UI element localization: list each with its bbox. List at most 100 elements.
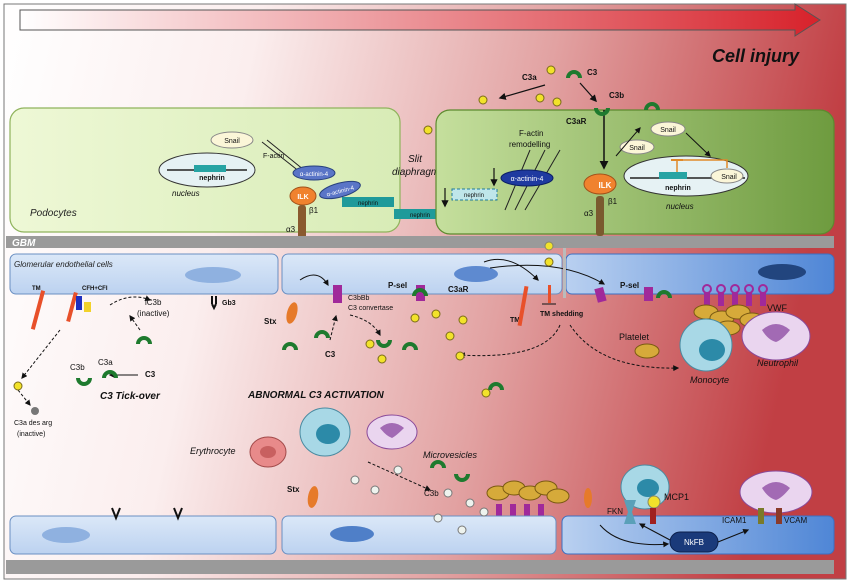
erythrocyte-cell xyxy=(249,436,287,468)
stx-toxin-right xyxy=(584,488,592,508)
c3adesarg-inactive-label: (inactive) xyxy=(17,431,45,438)
integrin-right xyxy=(596,196,604,236)
actinin-pill-1 xyxy=(292,165,336,181)
endothelial-nucleus-1 xyxy=(185,267,241,283)
nucleus-label-right: nucleus xyxy=(666,202,694,211)
psel-label-1: P-sel xyxy=(388,281,407,290)
platelet-single xyxy=(634,343,660,359)
complement-glyphs xyxy=(76,70,672,482)
nephrin-bar-1 xyxy=(342,197,394,207)
c3-left-label: C3 xyxy=(145,370,156,379)
psel-2a xyxy=(594,286,607,303)
nephrin-bar-label-2: nephrin xyxy=(410,213,430,219)
endothelial-cell-1 xyxy=(9,253,279,295)
actinin-pill-injured xyxy=(500,169,554,187)
alpha3-label-left: α3 xyxy=(286,225,296,234)
stx-label: Stx xyxy=(264,317,277,326)
factin-label: F-actin xyxy=(263,153,285,160)
tm-bar xyxy=(30,290,46,330)
pole-line xyxy=(563,248,566,298)
gb3-receptor xyxy=(211,296,217,311)
cell-injury-arrow xyxy=(19,3,821,37)
abnormal-c3-label: ABNORMAL C3 ACTIVATION xyxy=(247,390,385,401)
diaphragm-label: diaphragm xyxy=(392,167,439,178)
icam1-label: ICAM1 xyxy=(722,516,747,525)
tm-mid-label: TM xyxy=(510,317,520,324)
ilk-label-left: ILK xyxy=(297,194,308,201)
cfh-blue xyxy=(76,296,82,310)
mcp1-label: MCP1 xyxy=(664,492,689,502)
nucleus-label-left: nucleus xyxy=(172,189,200,198)
vwf-chain xyxy=(702,284,768,306)
endothelial-label: Glomerular endothelial cells xyxy=(14,260,113,269)
c3bbb-label: C3bBb xyxy=(348,295,370,302)
nephrin-gene-right xyxy=(659,172,687,179)
stx-toxin-bottom xyxy=(307,486,319,508)
c3ar-top-label: C3aR xyxy=(566,117,587,126)
snail-bubble-right-1 xyxy=(650,121,686,137)
vcam-label: VCAM xyxy=(784,516,807,525)
monocyte-bottom xyxy=(299,407,351,457)
tm-shedding-label: TM shedding xyxy=(540,311,583,318)
microvesicle-dots xyxy=(350,465,489,535)
ilk-oval-right xyxy=(583,173,617,195)
fkn-shape xyxy=(624,500,636,524)
tm-shed-fragment xyxy=(548,285,551,303)
nephrin-internalized xyxy=(451,188,498,201)
c3b-bottom-label: C3b xyxy=(424,489,439,498)
endothelial-bottom-2 xyxy=(281,515,557,555)
c3b-top-label: C3b xyxy=(609,91,624,100)
podocytes-label: Podocytes xyxy=(30,208,77,219)
bottom-membrane xyxy=(6,560,834,574)
icam1-bar xyxy=(758,508,764,524)
snail-bubble-right-2 xyxy=(619,139,655,155)
psel-2b xyxy=(644,287,653,301)
snail-label-right-2: Snail xyxy=(629,145,645,152)
snail-label-nucleus: Snail xyxy=(721,174,737,181)
endothelial-bottom-1 xyxy=(9,515,277,555)
cfh-yellow xyxy=(84,302,91,312)
cell-injury-title: Cell injury xyxy=(712,46,800,66)
actinin-pill-2 xyxy=(319,180,361,200)
microvesicles-label: Microvesicles xyxy=(423,450,478,460)
platelet-label: Platelet xyxy=(619,332,650,342)
stx-bottom-label: Stx xyxy=(287,485,300,494)
c3ar-mid-label: C3aR xyxy=(448,285,469,294)
gb3-label: Gb3 xyxy=(222,300,236,307)
snail-bubble-nucleus xyxy=(710,168,744,184)
mcp1-dot xyxy=(647,495,661,509)
snail-label-right-1: Snail xyxy=(660,127,676,134)
erythrocyte-label: Erythrocyte xyxy=(190,446,236,456)
nephrin-gene-left xyxy=(194,165,226,172)
slit-label: Slit xyxy=(408,154,423,165)
nephrin-internalized-label: nephrin xyxy=(464,193,484,199)
c3a-top-label: C3a xyxy=(522,73,537,82)
psel-1 xyxy=(416,285,425,301)
actinin-label-1: α-actinin-4 xyxy=(300,172,329,178)
beta1-label-left: β1 xyxy=(309,206,319,215)
psel-label-2: P-sel xyxy=(620,281,639,290)
nephrin-gene-label-right: nephrin xyxy=(665,185,691,192)
ilk-label-right: ILK xyxy=(599,181,612,190)
integrin-left xyxy=(298,205,306,243)
tm-label: TM xyxy=(32,286,41,292)
c3a-left-label: C3a xyxy=(98,358,113,367)
ic3b-label: iC3b xyxy=(145,298,162,307)
snail-label: Snail xyxy=(224,138,240,145)
convertase-complex xyxy=(333,285,342,303)
factin-remod-label-2: remodelling xyxy=(509,140,550,149)
nephrin-gene-label-left: nephrin xyxy=(199,175,225,182)
c3-tickover-label: C3 Tick-over xyxy=(100,391,161,402)
nephrin-bar-label-1: nephrin xyxy=(358,201,378,207)
fkn-label: FKN xyxy=(607,507,623,516)
nephrin-bar-2 xyxy=(394,209,446,219)
endothelial-nucleus-3 xyxy=(758,264,806,280)
ic3b-inactive-label: (inactive) xyxy=(137,309,170,318)
snail-bubble xyxy=(210,131,254,149)
c3-mid-label: C3 xyxy=(325,350,336,359)
vwf-label: VWF xyxy=(767,303,787,313)
cfh-label: CFH+CFI xyxy=(82,286,108,292)
c3b-left-label: C3b xyxy=(70,363,85,372)
nfkb-label: NkFB xyxy=(684,538,704,547)
